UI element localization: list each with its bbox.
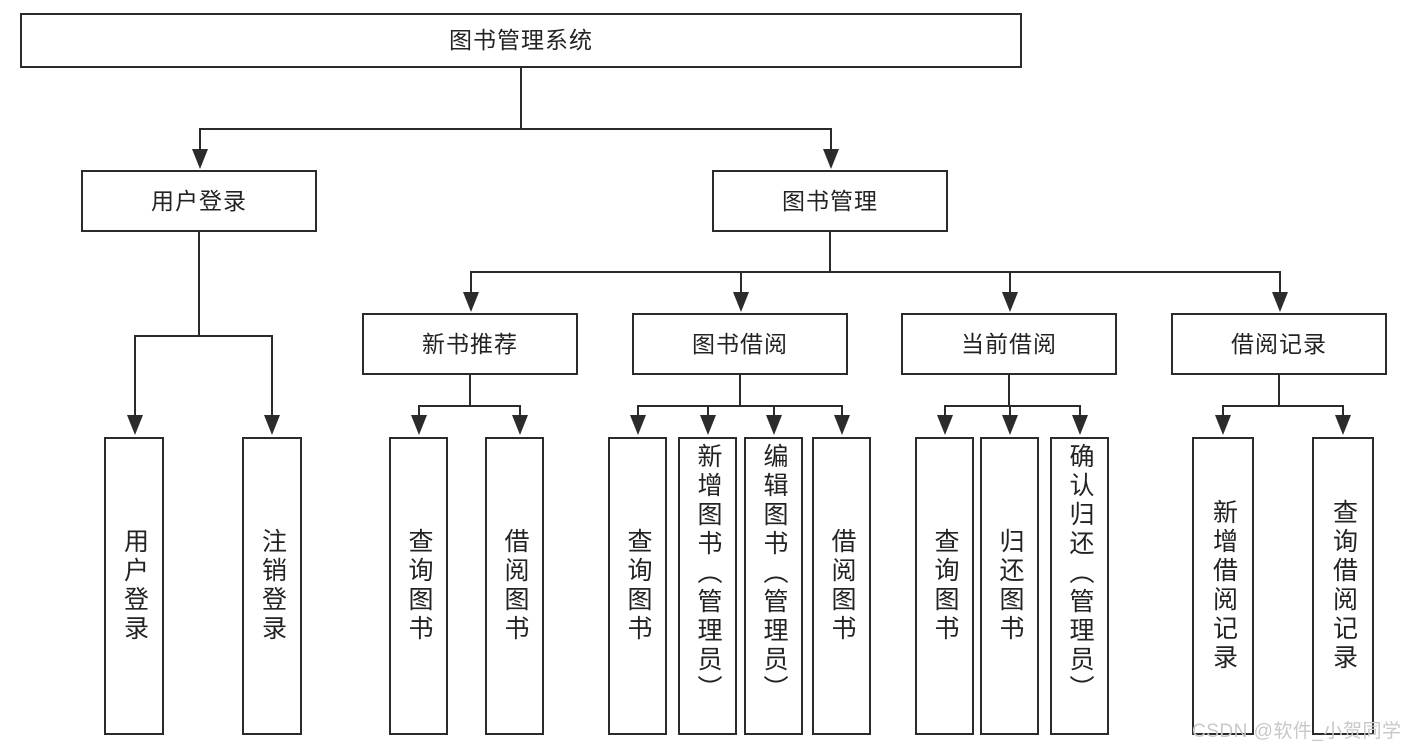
connector-root-stem — [520, 68, 522, 128]
leaf-br-add-record[interactable]: 新增借阅记录 — [1192, 437, 1254, 735]
arrowhead-to-new-book-recommend — [463, 292, 479, 312]
leaf-nbr-borrow-book[interactable]: 借阅图书 — [485, 437, 544, 735]
node-label: 借阅图书 — [828, 528, 856, 644]
connector-to-leaf-bb-query — [637, 405, 639, 417]
connector-to-new-book-recommend — [470, 271, 472, 293]
node-label: 查询借阅记录 — [1329, 499, 1358, 673]
node-new-book-recommend[interactable]: 新书推荐 — [362, 313, 578, 375]
leaf-cb-return-book[interactable]: 归还图书 — [980, 437, 1039, 735]
connector-to-leaf-nbr-query — [418, 405, 420, 417]
arrowhead-to-leaf-bb-add — [700, 415, 716, 435]
connector-level3-bus — [470, 271, 1280, 273]
node-label: 确认归还（管理员） — [1066, 443, 1094, 704]
leaf-cb-query-book[interactable]: 查询图书 — [915, 437, 974, 735]
node-label: 编辑图书（管理员） — [760, 443, 788, 704]
connector-to-leaf-bb-borrow — [841, 405, 843, 417]
leaf-nbr-query-book[interactable]: 查询图书 — [389, 437, 448, 735]
connector-to-leaf-bb-add — [707, 405, 709, 417]
connector-current-borrow-bus — [944, 405, 1080, 407]
connector-to-leaf-cb-return — [1009, 405, 1011, 417]
node-label: 图书管理系统 — [449, 27, 593, 54]
connector-to-leaf-br-add — [1222, 405, 1224, 417]
connector-to-book-management — [830, 128, 832, 151]
node-book-borrow[interactable]: 图书借阅 — [632, 313, 848, 375]
connector-to-leaf-user-login — [134, 335, 136, 417]
arrowhead-to-borrow-record — [1272, 292, 1288, 312]
node-label: 归还图书 — [996, 528, 1024, 644]
connector-book-borrow-bus — [637, 405, 842, 407]
csdn-watermark: CSDN @软件_小贺同学 — [1192, 721, 1402, 742]
connector-to-borrow-record — [1279, 271, 1281, 293]
node-label: 新书推荐 — [422, 330, 518, 357]
node-label: 查询图书 — [931, 528, 959, 644]
leaf-cb-confirm-return-admin[interactable]: 确认归还（管理员） — [1050, 437, 1109, 735]
node-borrow-record[interactable]: 借阅记录 — [1171, 313, 1387, 375]
node-label: 图书借阅 — [692, 330, 788, 357]
node-label: 用户登录 — [120, 528, 149, 644]
node-user-login[interactable]: 用户登录 — [81, 170, 317, 232]
node-label: 新增图书（管理员） — [694, 443, 722, 704]
arrowhead-to-leaf-bb-edit — [766, 415, 782, 435]
leaf-bb-query-book[interactable]: 查询图书 — [608, 437, 667, 735]
connector-to-book-borrow — [740, 271, 742, 293]
connector-to-leaf-br-query — [1342, 405, 1344, 417]
connector-borrow-record-bus — [1222, 405, 1343, 407]
connector-current-borrow-stem — [1008, 375, 1010, 405]
node-book-management[interactable]: 图书管理 — [712, 170, 948, 232]
leaf-bb-edit-book-admin[interactable]: 编辑图书（管理员） — [744, 437, 803, 735]
arrowhead-to-leaf-cb-query — [937, 415, 953, 435]
arrowhead-to-leaf-nbr-borrow — [512, 415, 528, 435]
node-label: 注销登录 — [258, 528, 287, 644]
arrowhead-to-leaf-nbr-query — [411, 415, 427, 435]
arrowhead-to-leaf-user-login — [127, 415, 143, 435]
connector-to-leaf-bb-edit — [773, 405, 775, 417]
arrowhead-to-leaf-br-query — [1335, 415, 1351, 435]
arrowhead-to-leaf-cb-return — [1002, 415, 1018, 435]
connector-book-management-stem — [829, 232, 831, 271]
connector-book-borrow-stem — [739, 375, 741, 405]
leaf-br-query-record[interactable]: 查询借阅记录 — [1312, 437, 1374, 735]
node-root-book-management-system[interactable]: 图书管理系统 — [20, 13, 1022, 68]
node-current-borrow[interactable]: 当前借阅 — [901, 313, 1117, 375]
arrowhead-to-book-borrow — [733, 292, 749, 312]
node-label: 用户登录 — [151, 187, 247, 214]
arrowhead-to-leaf-bb-query — [630, 415, 646, 435]
node-label: 查询图书 — [624, 528, 652, 644]
arrowhead-to-leaf-logout — [264, 415, 280, 435]
arrowhead-to-current-borrow — [1002, 292, 1018, 312]
connector-to-leaf-cb-confirm — [1079, 405, 1081, 417]
connector-user-login-bus — [134, 335, 272, 337]
leaf-logout[interactable]: 注销登录 — [242, 437, 302, 735]
connector-new-book-recommend-stem — [469, 375, 471, 405]
node-label: 查询图书 — [405, 528, 433, 644]
connector-to-leaf-logout — [271, 335, 273, 417]
connector-to-user-login — [199, 128, 201, 151]
arrowhead-to-leaf-bb-borrow — [834, 415, 850, 435]
connector-new-book-recommend-bus — [418, 405, 520, 407]
node-label: 新增借阅记录 — [1209, 499, 1238, 673]
node-label: 借阅图书 — [501, 528, 529, 644]
leaf-bb-add-book-admin[interactable]: 新增图书（管理员） — [678, 437, 737, 735]
connector-user-login-stem — [198, 232, 200, 335]
connector-to-current-borrow — [1009, 271, 1011, 293]
node-label: 图书管理 — [782, 187, 878, 214]
connector-to-leaf-cb-query — [944, 405, 946, 417]
connector-root-bus — [199, 128, 831, 130]
leaf-user-login[interactable]: 用户登录 — [104, 437, 164, 735]
connector-borrow-record-stem — [1278, 375, 1280, 405]
node-label: 借阅记录 — [1231, 330, 1327, 357]
arrowhead-to-user-login — [192, 149, 208, 169]
arrowhead-to-leaf-br-add — [1215, 415, 1231, 435]
arrowhead-to-book-management — [823, 149, 839, 169]
arrowhead-to-leaf-cb-confirm — [1072, 415, 1088, 435]
node-label: 当前借阅 — [961, 330, 1057, 357]
connector-to-leaf-nbr-borrow — [519, 405, 521, 417]
leaf-bb-borrow-book[interactable]: 借阅图书 — [812, 437, 871, 735]
